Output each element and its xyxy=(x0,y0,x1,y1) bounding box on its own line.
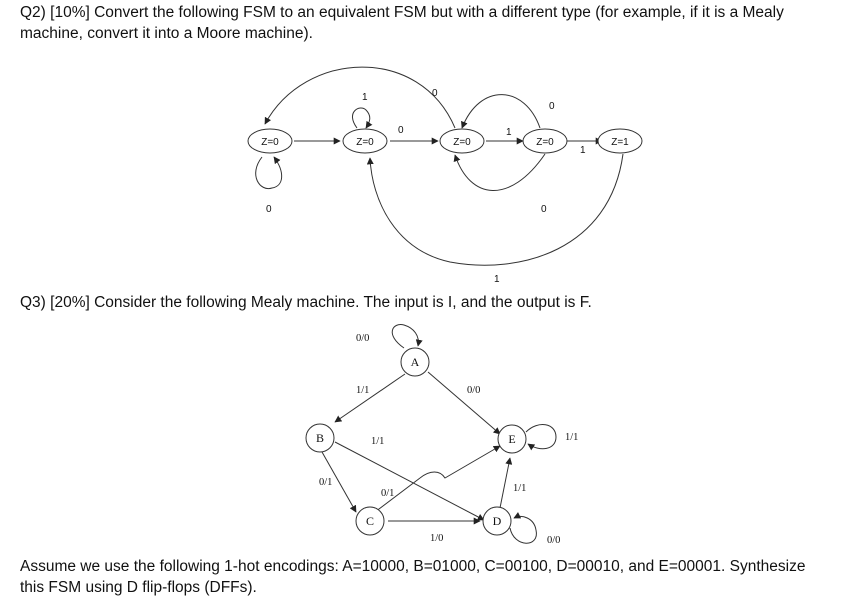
moore-fsm-diagram xyxy=(255,66,624,266)
mealy-state-E-label: E xyxy=(508,432,515,446)
q3-footer-line-2: this FSM using D flip-flops (DFFs). xyxy=(20,579,257,596)
moore-state-1-label: Z=0 xyxy=(356,137,374,148)
label-s2-s3: 1 xyxy=(506,127,512,138)
edge-A-E xyxy=(427,371,501,435)
edge-A-B xyxy=(334,373,406,423)
mealy-state-D: D xyxy=(482,506,512,536)
q2-line-2: machine, convert it into a Moore machine… xyxy=(20,25,313,42)
moore-state-4-label: Z=1 xyxy=(611,137,629,148)
edge-D-E xyxy=(499,457,513,509)
moore-state-0-label: Z=0 xyxy=(261,137,279,148)
edge-B-C xyxy=(321,451,357,513)
q2-question: Q2) [10%] Convert the following FSM to a… xyxy=(20,2,835,44)
mealy-states: A B C D E xyxy=(305,347,527,536)
q3-question: Q3) [20%] Consider the following Mealy m… xyxy=(20,292,835,313)
q2-line-1: Q2) [10%] Convert the following FSM to a… xyxy=(20,4,784,21)
q3-title: Q3) [20%] Consider the following Mealy m… xyxy=(20,294,592,311)
label-s4-s1: 1 xyxy=(494,274,500,285)
moore-state-1: Z=0 xyxy=(342,128,388,154)
label-D-self: 0/0 xyxy=(547,535,560,546)
edge-s1-self xyxy=(352,107,373,129)
q3-footer-line-1: Assume we use the following 1-hot encodi… xyxy=(20,558,806,575)
label-C-D: 1/0 xyxy=(430,533,443,544)
mealy-edge-labels: 0/0 1/1 0/0 1/1 0/1 0/1 1/0 0/0 1/1 1/1 xyxy=(319,333,578,546)
label-s1-self: 1 xyxy=(362,92,368,103)
mealy-state-C: C xyxy=(355,506,385,536)
label-E-self: 1/1 xyxy=(565,432,578,443)
label-C-E: 0/1 xyxy=(381,488,394,499)
edge-B-D xyxy=(334,441,485,521)
edge-C-E xyxy=(374,445,501,513)
q3-footer: Assume we use the following 1-hot encodi… xyxy=(20,556,835,598)
edge-A-self xyxy=(391,324,423,349)
mealy-state-B: B xyxy=(305,423,335,453)
label-B-C: 0/1 xyxy=(319,477,332,488)
mealy-fsm-diagram xyxy=(321,324,557,544)
mealy-state-A-label: A xyxy=(411,355,420,369)
label-D-E: 1/1 xyxy=(513,483,526,494)
label-s3-s1: 0 xyxy=(541,204,547,215)
label-s3-s2: 0 xyxy=(549,101,555,112)
moore-state-3-label: Z=0 xyxy=(536,137,554,148)
moore-state-3: Z=0 xyxy=(522,128,568,154)
edge-E-self xyxy=(525,424,557,451)
moore-states: Z=0 Z=0 Z=0 Z=0 Z=1 xyxy=(247,128,643,154)
mealy-state-C-label: C xyxy=(366,514,374,528)
moore-state-2: Z=0 xyxy=(439,128,485,154)
mealy-state-B-label: B xyxy=(316,431,324,445)
mealy-state-A: A xyxy=(400,347,430,377)
label-A-B: 1/1 xyxy=(356,385,369,396)
edge-s2-s0 xyxy=(264,66,456,129)
label-s0-self: 0 xyxy=(266,204,272,215)
edge-s3-s2 xyxy=(461,94,541,129)
moore-state-2-label: Z=0 xyxy=(453,137,471,148)
label-A-self: 0/0 xyxy=(356,333,369,344)
moore-state-0: Z=0 xyxy=(247,128,293,154)
label-s2-s0: 0 xyxy=(432,88,438,99)
label-s1-s2: 0 xyxy=(398,125,404,136)
edge-s3-s1 xyxy=(453,153,546,191)
mealy-state-E: E xyxy=(497,424,527,454)
moore-edge-labels: 0 1 0 0 1 0 1 0 1 xyxy=(266,88,586,285)
edge-s0-self xyxy=(255,156,283,190)
label-A-E: 0/0 xyxy=(467,385,480,396)
mealy-state-D-label: D xyxy=(493,514,502,528)
edge-D-self xyxy=(509,512,537,544)
label-s3-s4: 1 xyxy=(580,145,586,156)
moore-state-4: Z=1 xyxy=(597,128,643,154)
edge-s4-s1 xyxy=(366,153,624,266)
label-B-D: 1/1 xyxy=(371,436,384,447)
